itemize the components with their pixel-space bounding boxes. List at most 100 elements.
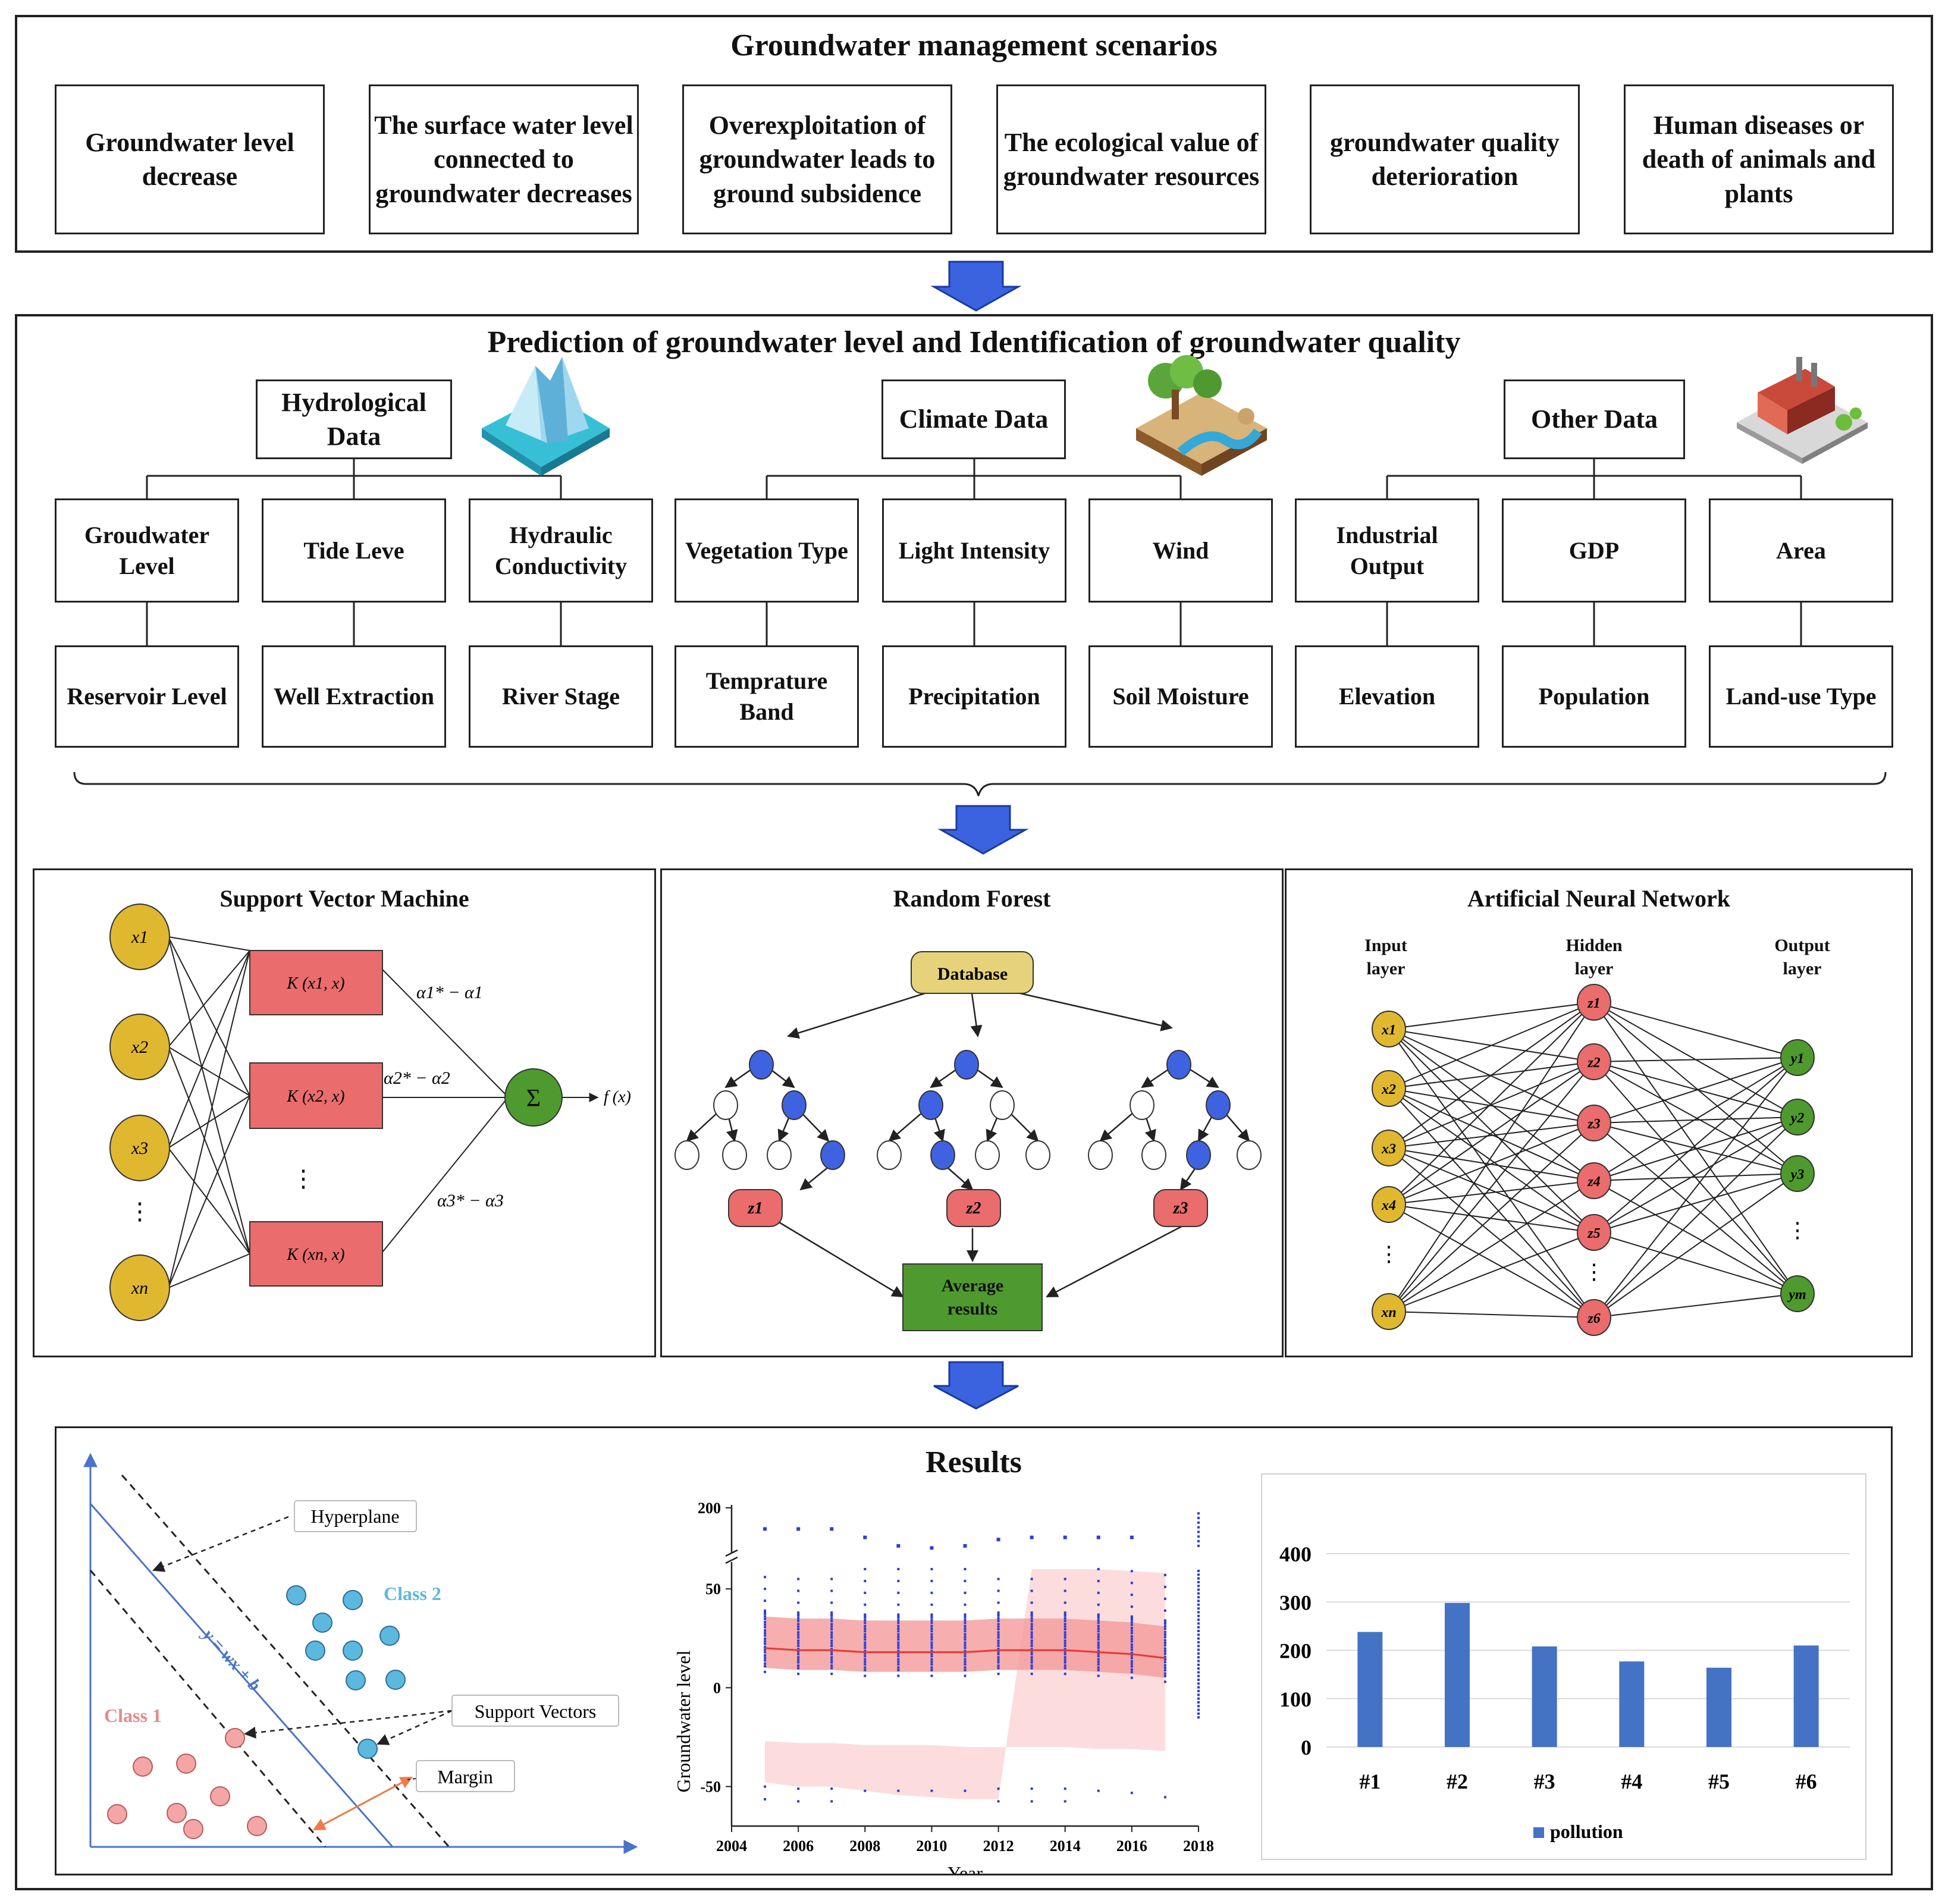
observation-point: [764, 1626, 767, 1629]
observation-point: [1030, 1613, 1033, 1616]
observation-point: [997, 1787, 1000, 1790]
observation-point: [1030, 1664, 1033, 1667]
observation-point: [830, 1577, 833, 1580]
observation-point: [997, 1652, 1000, 1655]
observation-point: [1097, 1666, 1100, 1669]
outlier-point: [896, 1544, 901, 1548]
observation-point: [1130, 1643, 1133, 1646]
observation-point: [830, 1673, 833, 1676]
observation-point: [897, 1638, 900, 1641]
observation-point: [897, 1666, 900, 1669]
observation-point: [1130, 1651, 1133, 1654]
observation-point: [1163, 1661, 1166, 1664]
observation-point: [897, 1630, 900, 1633]
outlier-point: [996, 1538, 1000, 1542]
observation-point: [864, 1646, 867, 1649]
mean-line: [764, 1647, 1166, 1660]
observation-point: [997, 1633, 1000, 1636]
observation-point: [1063, 1648, 1066, 1651]
observation-point: [1197, 1697, 1200, 1700]
observation-point: [1197, 1701, 1200, 1704]
bar: [1445, 1602, 1470, 1747]
outlier-point: [763, 1527, 767, 1531]
ann-hidden-node: [1577, 1105, 1611, 1141]
observation-point: [897, 1646, 900, 1649]
rf-node: [990, 1090, 1015, 1120]
observation-point: [1097, 1613, 1100, 1616]
svm-title: Support Vector Machine: [219, 885, 469, 912]
observation-point: [1197, 1521, 1200, 1524]
observation-point: [1030, 1787, 1033, 1790]
observation-point: [997, 1577, 1000, 1580]
observation-point: [864, 1613, 867, 1616]
observation-point: [1130, 1668, 1133, 1671]
feature-box: Tide Leve: [262, 498, 446, 603]
observation-point: [964, 1789, 967, 1792]
y-tick-label: 50: [705, 1580, 721, 1598]
observation-point: [1097, 1663, 1100, 1666]
observation-point: [864, 1624, 867, 1627]
observation-point: [764, 1615, 767, 1618]
ellipsis: ⋮: [1787, 1218, 1808, 1242]
observation-point: [1197, 1573, 1200, 1576]
observation-point: [1130, 1627, 1133, 1630]
observation-point: [1130, 1646, 1133, 1649]
observation-point: [964, 1666, 967, 1669]
observation-point: [1097, 1658, 1100, 1661]
observation-point: [1197, 1637, 1200, 1640]
svm-weight-label: α1* − α1: [416, 983, 483, 1002]
observation-point: [764, 1629, 767, 1632]
observation-point: [1130, 1671, 1133, 1674]
observation-point: [1163, 1672, 1166, 1675]
observation-point: [1063, 1611, 1066, 1614]
observation-point: [797, 1656, 800, 1659]
outlier-point: [1130, 1535, 1134, 1539]
observation-point: [797, 1631, 800, 1634]
observation-point: [1163, 1680, 1166, 1683]
observation-point: [830, 1642, 833, 1645]
observation-point: [1063, 1667, 1066, 1670]
rf-tree-label: z2: [966, 1199, 981, 1218]
bar: [1532, 1646, 1557, 1747]
observation-point: [1097, 1624, 1100, 1627]
x-tick-label: 2014: [1050, 1837, 1081, 1855]
ann-input-node-label: x2: [1381, 1082, 1396, 1097]
feature-box: Industrial Output: [1295, 498, 1479, 603]
observation-point: [797, 1601, 800, 1604]
feature-box: River Stage: [469, 645, 653, 748]
observation-point: [1063, 1577, 1066, 1580]
observation-point: [830, 1589, 833, 1592]
observation-point: [864, 1658, 867, 1661]
observation-point: [964, 1658, 967, 1661]
observation-point: [997, 1664, 1000, 1667]
observation-point: [1197, 1690, 1200, 1693]
observation-point: [1063, 1644, 1066, 1647]
observation-point: [930, 1621, 933, 1624]
feature-box: Area: [1709, 498, 1893, 603]
observation-point: [1063, 1601, 1066, 1604]
observation-point: [930, 1649, 933, 1652]
observation-point: [1197, 1652, 1200, 1655]
ellipsis: ⋮: [1378, 1242, 1400, 1266]
rf-node: [767, 1140, 792, 1170]
observation-point: [830, 1652, 833, 1655]
observation-point: [1197, 1660, 1200, 1663]
observation-point: [797, 1800, 800, 1803]
observation-point: [997, 1623, 1000, 1626]
observation-point: [1097, 1603, 1100, 1606]
observation-point: [1163, 1630, 1166, 1633]
observation-point: [1097, 1643, 1100, 1646]
observation-point: [797, 1658, 800, 1661]
observation-point: [830, 1628, 833, 1631]
scenarios-panel: Groundwater management scenarios: [15, 15, 1933, 253]
category-box-climate: Climate Data: [881, 379, 1066, 459]
observation-point: [797, 1623, 800, 1626]
observation-point: [1030, 1577, 1033, 1580]
observation-point: [1030, 1648, 1033, 1651]
observation-point: [964, 1652, 967, 1655]
observation-point: [830, 1650, 833, 1653]
ann-input-node: [1372, 1130, 1406, 1166]
observation-point: [1197, 1618, 1200, 1621]
observation-point: [1130, 1582, 1133, 1585]
